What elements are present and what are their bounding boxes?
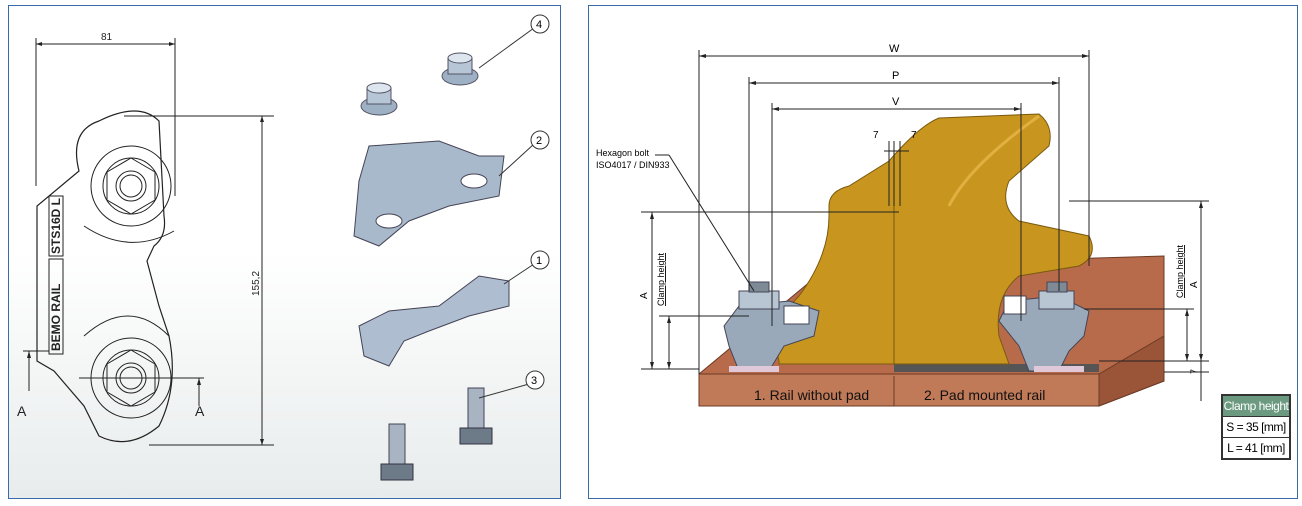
clamp-top-part [353, 140, 505, 247]
callout-4: 4 [536, 19, 542, 31]
clamp-height-table: Clamp height S = 35 [mm] L = 41 [mm] [1221, 394, 1291, 460]
dim-a-left-label: A [639, 292, 650, 299]
clamp-table-header: Clamp height [1223, 396, 1289, 416]
dim-height-label: 155,2 [251, 271, 262, 296]
dim-a-right-label: A [1189, 281, 1200, 288]
dim-pad-label: 7 [1189, 369, 1199, 374]
bolt-part [380, 387, 493, 481]
section-label-left: A [17, 403, 27, 419]
clamp-table-row-l: L = 41 [mm] [1223, 437, 1289, 458]
bolt-label-line1: Hexagon bolt [596, 148, 650, 158]
clamp-plate-drawing: 81 155,2 A A BEMO RAIL STS16D L 4 2 1 3 [17, 14, 550, 481]
clamp-plate-drawing-panel: 81 155,2 A A BEMO RAIL STS16D L 4 2 1 3 [8, 5, 561, 499]
dim-w-label: W [889, 43, 900, 55]
dim-v-label: V [892, 96, 900, 108]
dim-p-label: P [892, 70, 899, 82]
left-clamp [723, 281, 820, 372]
clamp-bottom-part [358, 275, 510, 367]
marking-bemo-rail: BEMO RAIL [49, 284, 63, 351]
clamp-height-left-label: Clamp height [656, 252, 666, 306]
clamp-height-right-label: Clamp height [1175, 244, 1185, 298]
rail-clamp-assembly-panel: W P V 7 7 Hexagon bolt ISO4017 / DIN933 … [588, 5, 1298, 499]
label-pad-mounted-rail: 2. Pad mounted rail [924, 387, 1045, 403]
section-label-right: A [195, 403, 205, 419]
rail-clamp-assembly-drawing: W P V 7 7 Hexagon bolt ISO4017 / DIN933 … [596, 43, 1209, 407]
marking-sts16d: STS16D L [49, 198, 63, 254]
bolt-label-line2: ISO4017 / DIN933 [596, 160, 670, 170]
clamp-table-row-s: S = 35 [mm] [1223, 416, 1289, 437]
callout-2: 2 [536, 135, 542, 147]
callout-3: 3 [531, 375, 537, 387]
dim-width-label: 81 [101, 32, 113, 43]
label-rail-without-pad: 1. Rail without pad [754, 387, 869, 403]
callout-1: 1 [536, 255, 542, 267]
dim-gap-right-label: 7 [911, 130, 917, 141]
nut-part [360, 52, 479, 116]
dim-gap-left-label: 7 [873, 130, 879, 141]
